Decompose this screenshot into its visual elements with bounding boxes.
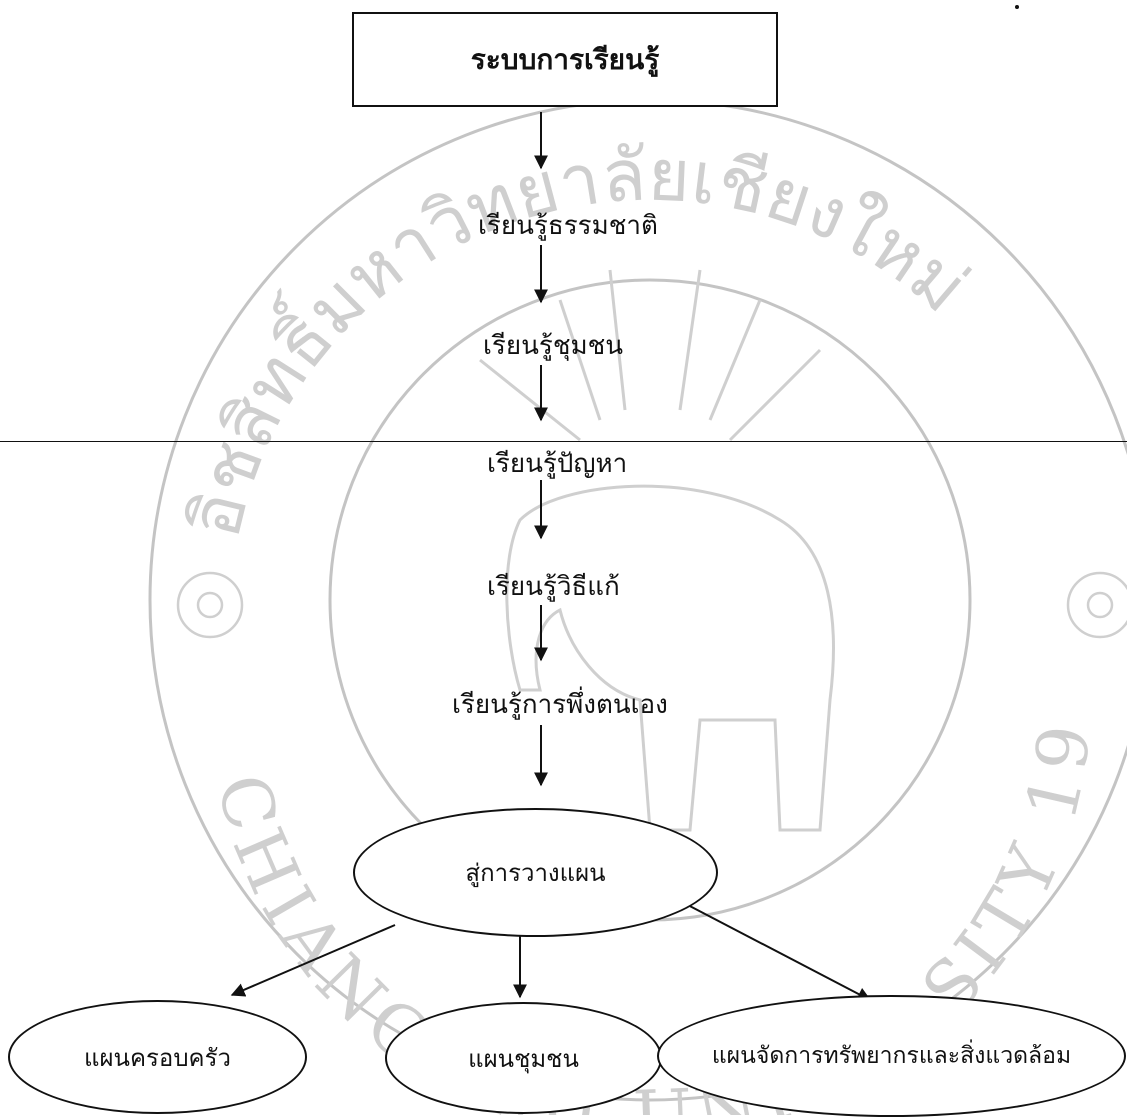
family-plan-node: แผนครอบครัว xyxy=(8,1000,307,1114)
planning-node-label: สู่การวางแผน xyxy=(465,859,606,887)
community-plan-node: แผนชุมชน xyxy=(385,1002,662,1114)
page-divider-line xyxy=(0,441,1127,442)
flower-ornament-left-icon xyxy=(176,571,244,639)
step-learn-self-reliance: เรียนรู้การพึ่งตนเอง xyxy=(452,690,668,720)
resource-environment-plan-node: แผนจัดการทรัพยากรและสิ่งแวดล้อม xyxy=(657,995,1126,1117)
torch-rays-icon xyxy=(479,269,822,442)
family-plan-label: แผนครอบครัว xyxy=(84,1043,231,1072)
step-learn-problems: เรียนรู้ปัญหา xyxy=(487,449,628,479)
flower-ornament-right-icon xyxy=(1066,571,1127,639)
arrow-center-to-family-plan xyxy=(230,924,396,997)
step-learn-solutions: เรียนรู้วิธีแก้ xyxy=(487,572,620,602)
learning-system-box: ระบบการเรียนรู้ xyxy=(352,12,778,107)
step-learn-community: เรียนรู้ชุมชน xyxy=(483,331,624,361)
planning-node: สู่การวางแผน xyxy=(353,808,718,937)
learning-system-title: ระบบการเรียนรู้ xyxy=(470,42,660,76)
community-plan-label: แผนชุมชน xyxy=(468,1044,579,1073)
resource-environment-plan-label: แผนจัดการทรัพยากรและสิ่งแวดล้อม xyxy=(711,1043,1072,1069)
stray-dot xyxy=(1015,5,1019,9)
arrow-center-to-resource-plan xyxy=(683,902,872,1001)
elephant-icon xyxy=(505,484,835,832)
step-learn-nature: เรียนรู้ธรรมชาติ xyxy=(478,211,658,241)
